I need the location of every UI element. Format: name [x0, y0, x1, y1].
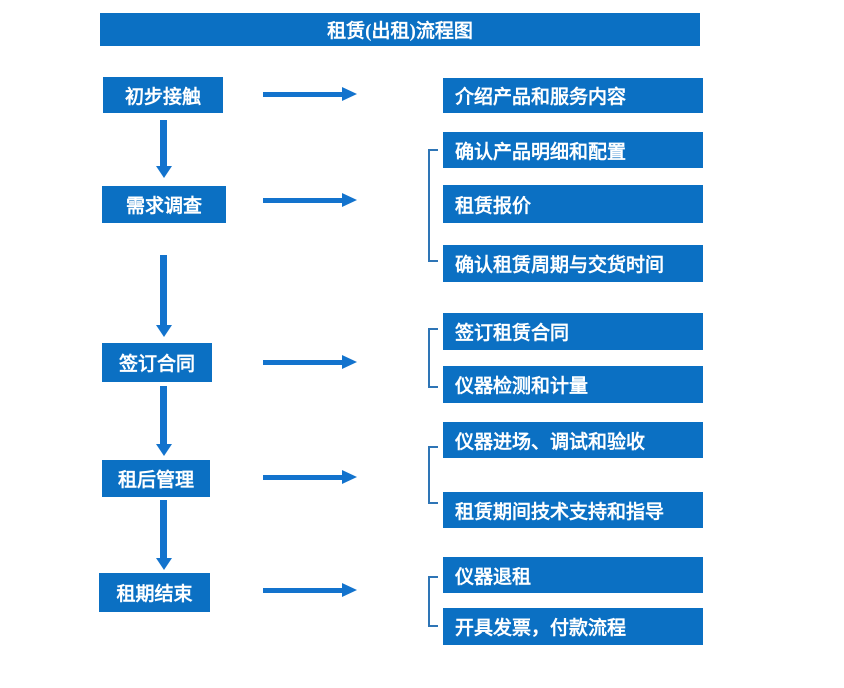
arrow-right-icon — [263, 193, 357, 207]
arrow-head — [156, 325, 172, 337]
group-bracket — [428, 446, 438, 504]
arrow-head — [156, 166, 172, 178]
detail-box-introduce-products: 介绍产品和服务内容 — [443, 78, 703, 113]
arrow-down-icon — [156, 386, 172, 456]
arrow-head — [342, 470, 357, 484]
step-box-sign-contract: 签订合同 — [102, 343, 212, 382]
arrow-head — [342, 583, 357, 597]
detail-box-rental-quote: 租赁报价 — [443, 185, 703, 223]
step-box-demand-survey: 需求调查 — [102, 186, 226, 223]
detail-box-confirm-rental-period: 确认租赁周期与交货时间 — [443, 245, 703, 282]
arrow-line — [263, 588, 342, 593]
detail-box-confirm-product-details: 确认产品明细和配置 — [443, 132, 703, 168]
arrow-right-icon — [263, 87, 357, 101]
detail-box-instrument-return: 仪器退租 — [443, 557, 703, 593]
step-box-initial-contact: 初步接触 — [103, 77, 223, 113]
arrow-head — [156, 558, 172, 570]
step-box-post-rental-management: 租后管理 — [102, 460, 210, 497]
arrow-head — [342, 87, 357, 101]
arrow-down-icon — [156, 500, 172, 570]
arrow-line — [263, 92, 342, 97]
arrow-right-icon — [263, 355, 357, 369]
arrow-line — [263, 360, 342, 365]
arrow-line — [263, 198, 342, 203]
detail-box-sign-rental-contract: 签订租赁合同 — [443, 313, 703, 350]
arrow-line — [160, 120, 167, 166]
arrow-right-icon — [263, 470, 357, 484]
detail-box-instrument-installation: 仪器进场、调试和验收 — [443, 422, 703, 458]
arrow-line — [263, 475, 342, 480]
group-bracket — [428, 576, 438, 627]
arrow-line — [160, 386, 167, 444]
step-box-rental-end: 租期结束 — [99, 573, 210, 612]
arrow-line — [160, 255, 167, 325]
arrow-head — [342, 193, 357, 207]
arrow-line — [160, 500, 167, 558]
arrow-down-icon — [156, 120, 172, 178]
detail-box-technical-support: 租赁期间技术支持和指导 — [443, 492, 703, 528]
arrow-right-icon — [263, 583, 357, 597]
group-bracket — [428, 149, 438, 262]
title-bar: 租赁(出租)流程图 — [100, 13, 700, 46]
arrow-head — [342, 355, 357, 369]
arrow-down-icon — [156, 255, 172, 337]
arrow-head — [156, 444, 172, 456]
detail-box-instrument-testing: 仪器检测和计量 — [443, 366, 703, 403]
detail-box-invoice-payment: 开具发票，付款流程 — [443, 608, 703, 645]
group-bracket — [428, 328, 438, 388]
